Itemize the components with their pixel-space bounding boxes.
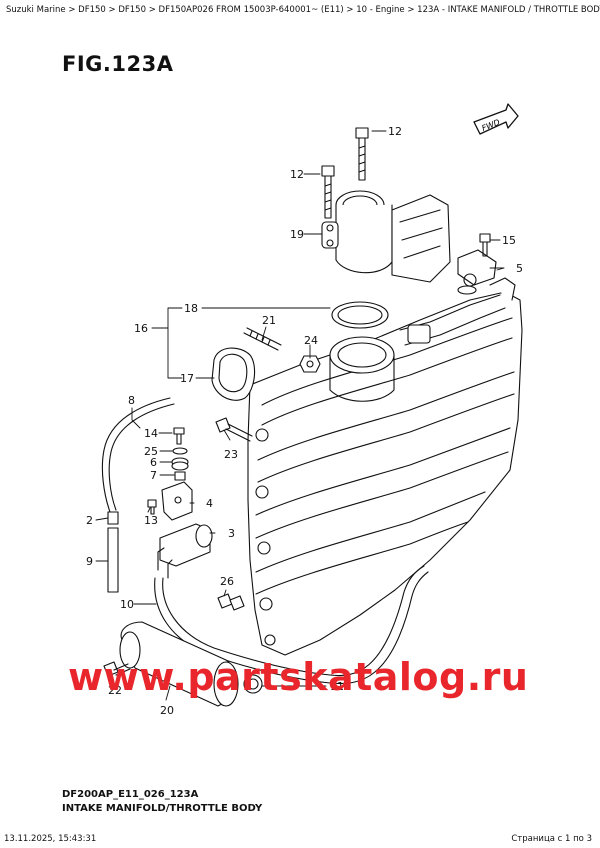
intake-manifold — [247, 277, 523, 656]
nut-24 — [299, 355, 321, 373]
bolt-23 — [215, 417, 253, 442]
throttle-body — [321, 190, 451, 283]
collar-7 — [174, 471, 186, 481]
callout-2[interactable]: 2 — [86, 514, 93, 527]
leader-lines — [95, 130, 505, 701]
callout-26[interactable]: 26 — [220, 575, 234, 588]
callout-19[interactable]: 19 — [290, 228, 304, 241]
stud-21 — [243, 327, 282, 351]
callout-3[interactable]: 3 — [228, 527, 235, 540]
callout-7[interactable]: 7 — [150, 469, 157, 482]
callout-17[interactable]: 17 — [180, 372, 194, 385]
callout-8[interactable]: 8 — [128, 394, 135, 407]
callout-4[interactable]: 4 — [206, 497, 213, 510]
bolt-12-left — [321, 165, 335, 219]
callout-21[interactable]: 21 — [262, 314, 276, 327]
callout-23[interactable]: 23 — [224, 448, 238, 461]
callout-12-left[interactable]: 12 — [290, 168, 304, 181]
gasket-17 — [211, 347, 256, 401]
fwd-arrow-icon — [473, 103, 519, 135]
callout-9[interactable]: 9 — [86, 555, 93, 568]
bolt-12-upper — [355, 127, 369, 181]
washer-25 — [172, 447, 188, 455]
gasket-18 — [331, 301, 389, 329]
callout-20[interactable]: 20 — [160, 704, 174, 717]
callout-13[interactable]: 13 — [144, 514, 158, 527]
watermark: www.partskatalog.ru — [68, 655, 529, 699]
hose-10 — [154, 565, 429, 685]
footer-timestamp: 13.11.2025, 15:43:31 — [4, 834, 97, 844]
bolt-22 — [103, 661, 131, 677]
callout-18[interactable]: 18 — [184, 302, 198, 315]
callout-25[interactable]: 25 — [144, 445, 158, 458]
callout-22[interactable]: 22 — [108, 684, 122, 697]
callout-10[interactable]: 10 — [120, 598, 134, 611]
bolt-14 — [173, 427, 185, 445]
figure-caption: INTAKE MANIFOLD/THROTTLE BODY — [62, 803, 263, 814]
callout-11[interactable]: 11 — [330, 680, 344, 693]
hose-8 — [101, 397, 175, 513]
clamp-2 — [107, 511, 119, 525]
figure-code: DF200AP_E11_026_123A — [62, 789, 199, 800]
footer-page-number: Страница с 1 по 3 — [511, 834, 592, 844]
hose-9 — [107, 527, 119, 593]
breadcrumb: Suzuki Marine > DF150 > DF150 > DF150AP0… — [6, 5, 600, 15]
callout-14[interactable]: 14 — [144, 427, 158, 440]
figure-title: FIG.123A — [62, 52, 174, 76]
callout-24[interactable]: 24 — [304, 334, 318, 347]
callout-6[interactable]: 6 — [150, 456, 157, 469]
solenoid-valve-3 — [157, 523, 213, 579]
callout-15[interactable]: 15 — [502, 234, 516, 247]
grommet-6 — [171, 457, 189, 471]
clamp-11 — [243, 674, 263, 694]
bolt-13 — [147, 499, 157, 515]
callout-5[interactable]: 5 — [516, 262, 523, 275]
bracket-4 — [161, 481, 193, 521]
callout-16[interactable]: 16 — [134, 322, 148, 335]
clip-26 — [217, 593, 245, 611]
silencer-20 — [119, 621, 239, 707]
callout-12-upper[interactable]: 12 — [388, 125, 402, 138]
sensor-5 — [457, 233, 497, 295]
